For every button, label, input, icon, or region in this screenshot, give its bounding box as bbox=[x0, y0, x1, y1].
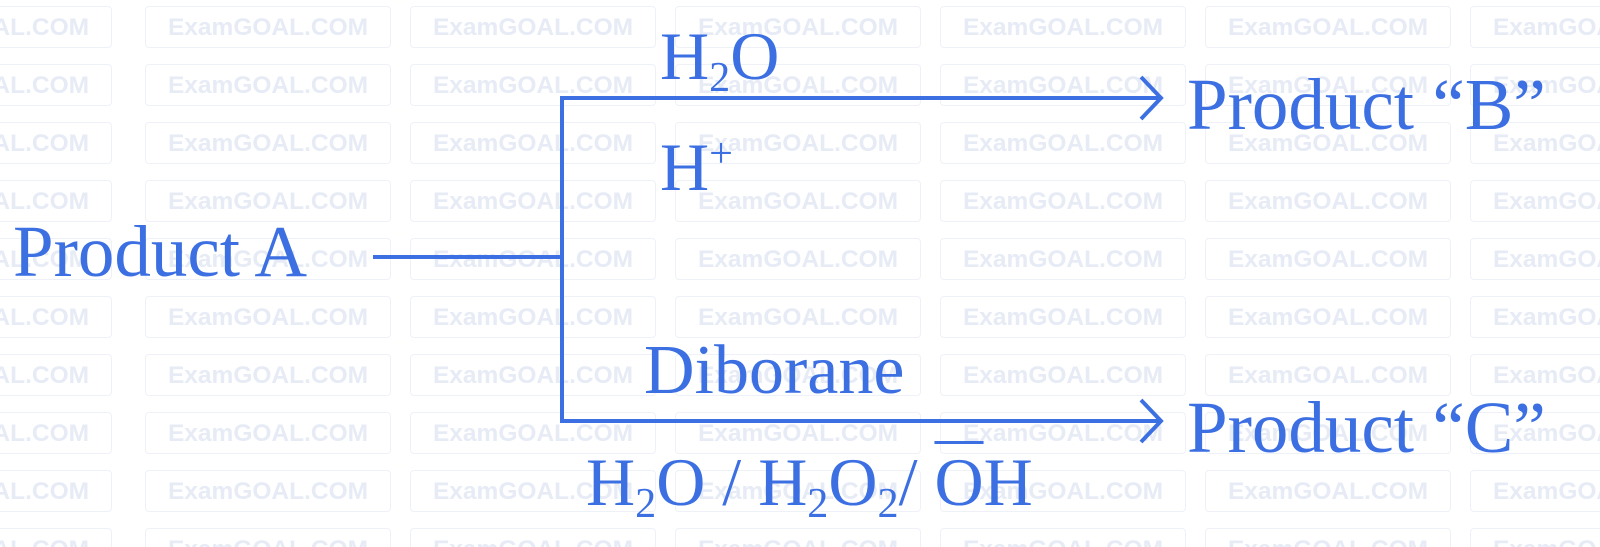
watermark-tile: ExamGOAL.COM bbox=[940, 180, 1186, 222]
upper-arrow-head bbox=[1139, 75, 1164, 121]
watermark-tile: ExamGOAL.COM bbox=[1205, 6, 1451, 48]
watermark-tile: ExamGOAL.COM bbox=[1470, 296, 1600, 338]
watermark-tile: ExamGOAL.COM bbox=[145, 6, 391, 48]
watermark-tile: ExamGOAL.COM bbox=[410, 180, 656, 222]
watermark-tile: ExamGOAL.COM bbox=[675, 122, 921, 164]
watermark-tile: ExamGOAL.COM bbox=[675, 354, 921, 396]
watermark-tile: ExamGOAL.COM bbox=[1205, 296, 1451, 338]
watermark-tile: ExamGOAL.COM bbox=[0, 354, 112, 396]
watermark-tile: ExamGOAL.COM bbox=[675, 296, 921, 338]
watermark-tile: ExamGOAL.COM bbox=[675, 180, 921, 222]
watermark-tile: ExamGOAL.COM bbox=[1470, 470, 1600, 512]
lower-reagent-diborane: Diborane bbox=[644, 332, 905, 409]
watermark-tile: ExamGOAL.COM bbox=[675, 412, 921, 454]
watermark-tile: ExamGOAL.COM bbox=[410, 528, 656, 547]
watermark-tile: ExamGOAL.COM bbox=[1470, 238, 1600, 280]
watermark-tile: ExamGOAL.COM bbox=[940, 238, 1186, 280]
watermark-tile: ExamGOAL.COM bbox=[1205, 354, 1451, 396]
watermark-tile: ExamGOAL.COM bbox=[145, 528, 391, 547]
watermark-tile: ExamGOAL.COM bbox=[940, 470, 1186, 512]
watermark-tile: ExamGOAL.COM bbox=[675, 470, 921, 512]
watermark-tile: ExamGOAL.COM bbox=[940, 354, 1186, 396]
watermark-tile: ExamGOAL.COM bbox=[1470, 122, 1600, 164]
watermark-tile: ExamGOAL.COM bbox=[410, 6, 656, 48]
watermark-tile: ExamGOAL.COM bbox=[145, 354, 391, 396]
watermark-tile: ExamGOAL.COM bbox=[0, 296, 112, 338]
watermark-tile: ExamGOAL.COM bbox=[1205, 122, 1451, 164]
watermark-tile: ExamGOAL.COM bbox=[410, 470, 656, 512]
watermark-tile: ExamGOAL.COM bbox=[1470, 6, 1600, 48]
watermark-tile: ExamGOAL.COM bbox=[410, 122, 656, 164]
watermark-tile: ExamGOAL.COM bbox=[410, 296, 656, 338]
watermark-tile: ExamGOAL.COM bbox=[1205, 470, 1451, 512]
product-b-label: Product “B” bbox=[1187, 64, 1546, 145]
upper-reagent-water: H2O bbox=[660, 18, 780, 101]
watermark-tile: ExamGOAL.COM bbox=[0, 412, 112, 454]
watermark-tile: ExamGOAL.COM bbox=[410, 354, 656, 396]
watermark-tile: ExamGOAL.COM bbox=[940, 6, 1186, 48]
watermark-tile: ExamGOAL.COM bbox=[675, 64, 921, 106]
upper-reagent-acid: H+ bbox=[660, 129, 733, 205]
watermark-tile: ExamGOAL.COM bbox=[940, 412, 1186, 454]
watermark-tile: ExamGOAL.COM bbox=[1470, 180, 1600, 222]
watermark-tile: ExamGOAL.COM bbox=[675, 6, 921, 48]
watermark-tile: ExamGOAL.COM bbox=[1205, 180, 1451, 222]
watermark-tile: ExamGOAL.COM bbox=[1205, 528, 1451, 547]
watermark-tile: ExamGOAL.COM bbox=[940, 122, 1186, 164]
watermark-tile: ExamGOAL.COM bbox=[0, 238, 112, 280]
watermark-tile: ExamGOAL.COM bbox=[1205, 412, 1451, 454]
lower-arrow-head bbox=[1139, 398, 1164, 444]
product-c-label: Product “C” bbox=[1187, 387, 1546, 468]
watermark-tile: ExamGOAL.COM bbox=[940, 296, 1186, 338]
product-a-label: Product A bbox=[13, 211, 308, 292]
watermark-tile: ExamGOAL.COM bbox=[1470, 354, 1600, 396]
watermark-tile: ExamGOAL.COM bbox=[410, 412, 656, 454]
watermark-tile: ExamGOAL.COM bbox=[1470, 412, 1600, 454]
watermark-tile: ExamGOAL.COM bbox=[145, 64, 391, 106]
watermark-tile: ExamGOAL.COM bbox=[1205, 238, 1451, 280]
watermark-tile: ExamGOAL.COM bbox=[410, 64, 656, 106]
watermark-tile: ExamGOAL.COM bbox=[145, 180, 391, 222]
watermark-tile: ExamGOAL.COM bbox=[410, 238, 656, 280]
watermark-tile: ExamGOAL.COM bbox=[940, 64, 1186, 106]
watermark-tile: ExamGOAL.COM bbox=[0, 64, 112, 106]
watermark-tile: ExamGOAL.COM bbox=[940, 528, 1186, 547]
watermark-tile: ExamGOAL.COM bbox=[0, 528, 112, 547]
lower-reagent-oxidation: H2O / H2O2/ OH bbox=[586, 444, 1033, 527]
watermark-tile: ExamGOAL.COM bbox=[0, 6, 112, 48]
watermark-tile: ExamGOAL.COM bbox=[675, 238, 921, 280]
watermark-tile: ExamGOAL.COM bbox=[145, 470, 391, 512]
watermark-tile: ExamGOAL.COM bbox=[1470, 528, 1600, 547]
watermark-tile: ExamGOAL.COM bbox=[1470, 64, 1600, 106]
watermark-tile: ExamGOAL.COM bbox=[0, 180, 112, 222]
watermark-tile: ExamGOAL.COM bbox=[0, 470, 112, 512]
watermark-tile: ExamGOAL.COM bbox=[145, 296, 391, 338]
watermark-tile: ExamGOAL.COM bbox=[0, 122, 112, 164]
watermark-tile: ExamGOAL.COM bbox=[145, 412, 391, 454]
watermark-tile: ExamGOAL.COM bbox=[1205, 64, 1451, 106]
watermark-tile: ExamGOAL.COM bbox=[675, 528, 921, 547]
watermark-tile: ExamGOAL.COM bbox=[145, 122, 391, 164]
